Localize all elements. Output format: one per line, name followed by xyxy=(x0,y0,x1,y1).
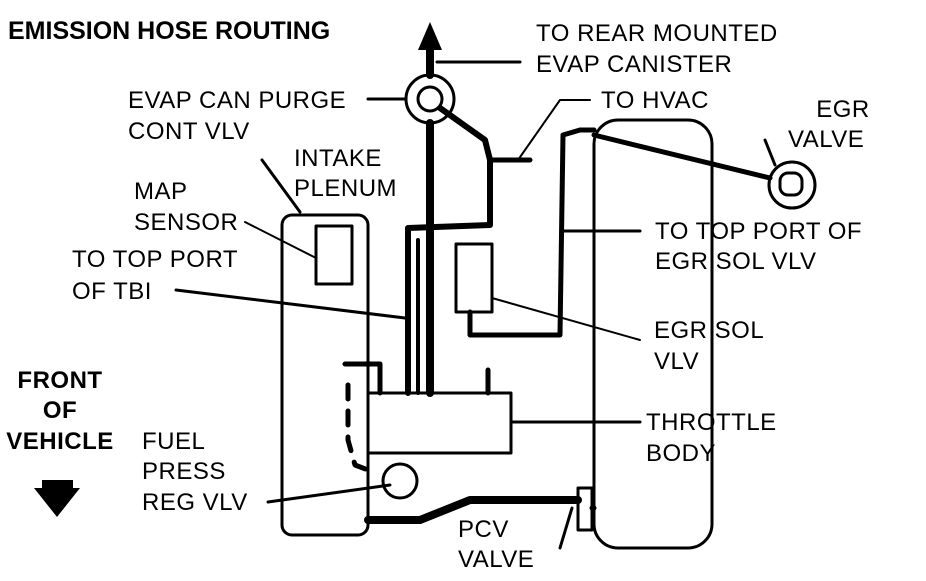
throttle-body-outline xyxy=(366,391,513,455)
intake-plenum-outline xyxy=(280,213,370,537)
leader-tbi xyxy=(174,288,407,320)
label-front-line2: OF xyxy=(42,397,78,424)
engine-outline xyxy=(592,118,714,550)
label-pcv-line1: PCV xyxy=(458,516,509,543)
map-sensor-outline xyxy=(314,224,354,286)
label-fuel-line3: REG VLV xyxy=(142,489,248,516)
diagram-title: EMISSION HOSE ROUTING xyxy=(8,17,331,45)
hose-to-egr-valve xyxy=(591,132,773,181)
leader-egr-sol xyxy=(491,297,641,341)
label-egr-sol-line2: VLV xyxy=(654,348,700,375)
label-to-hvac: TO HVAC xyxy=(601,87,709,114)
leader-hvac xyxy=(517,99,591,161)
label-fuel-line1: FUEL xyxy=(142,428,206,455)
label-egr-top-line1: TO TOP PORT OF xyxy=(655,218,863,245)
leader-plenum xyxy=(260,158,302,214)
label-purge-line2: CONT VLV xyxy=(128,118,250,145)
leader-fuel-reg xyxy=(266,483,392,504)
label-intake-line2: PLENUM xyxy=(294,175,398,202)
label-throttle-line1: THROTTLE xyxy=(646,409,777,436)
hose-pcv xyxy=(364,496,582,524)
dashed-hose xyxy=(345,382,371,473)
leader-map xyxy=(244,221,317,259)
label-egr-valve-line1: EGR xyxy=(816,96,870,123)
label-map-line2: SENSOR xyxy=(134,209,239,236)
label-tbi-line1: TO TOP PORT xyxy=(72,246,238,273)
up-arrow-canister xyxy=(418,22,442,50)
label-rear-canister-line1: TO REAR MOUNTED xyxy=(536,20,778,47)
egr-sol-outline xyxy=(454,242,494,314)
leader-egr-valve xyxy=(763,138,777,167)
hose-purge-to-plenum xyxy=(405,105,493,396)
label-intake-line1: INTAKE xyxy=(294,145,382,172)
label-rear-canister-line2: EVAP CANISTER xyxy=(536,51,733,78)
purge-valve-inner xyxy=(416,85,444,113)
front-arrow-icon xyxy=(34,480,80,517)
label-egr-sol-line1: EGR SOL xyxy=(654,317,765,344)
label-map-line1: MAP xyxy=(134,178,188,205)
label-egr-valve-line2: VALVE xyxy=(788,126,865,153)
hose-egr-sol-top xyxy=(467,127,597,338)
label-throttle-line2: BODY xyxy=(646,440,717,467)
egr-valve-outer xyxy=(767,160,817,210)
leader-pcv xyxy=(558,506,574,550)
label-front-line3: VEHICLE xyxy=(6,428,114,455)
label-purge-line1: EVAP CAN PURGE xyxy=(128,87,347,114)
label-egr-top-line2: EGR SOL VLV xyxy=(655,248,817,275)
label-fuel-line2: PRESS xyxy=(142,458,226,485)
fuel-reg-circle xyxy=(381,462,419,500)
hose-left-nipple xyxy=(342,361,383,396)
label-pcv-line2: VALVE xyxy=(458,546,535,573)
label-tbi-line2: OF TBI xyxy=(72,278,152,305)
egr-valve-inner xyxy=(778,171,804,197)
label-front-line1: FRONT xyxy=(17,367,103,394)
